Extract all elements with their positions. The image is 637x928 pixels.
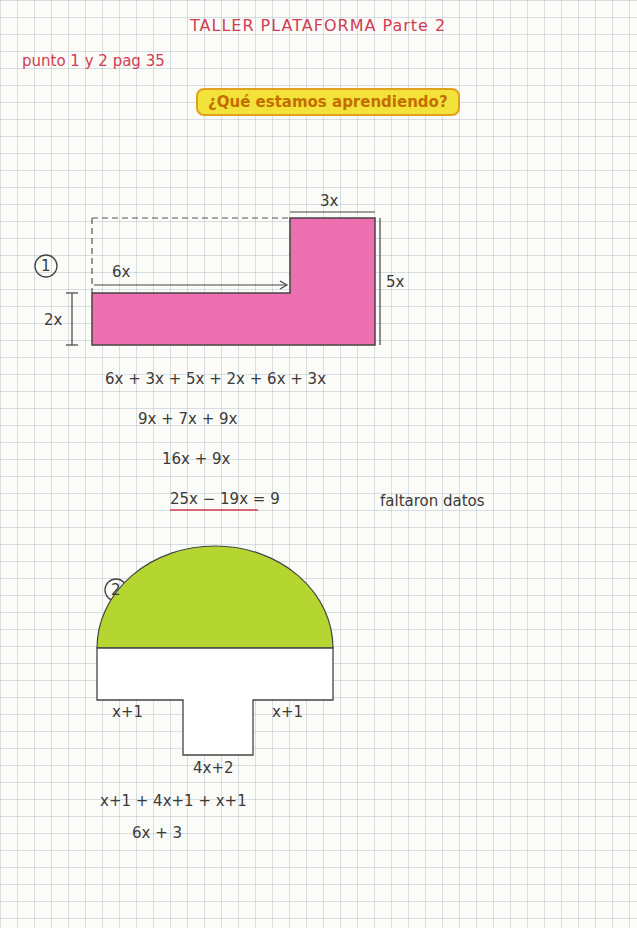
dimension-line [290, 211, 375, 212]
dimension-label: 6x [112, 263, 130, 281]
pink-shape [92, 218, 375, 345]
dimension-line [66, 292, 78, 293]
equation-line: 6x + 3 [132, 824, 182, 842]
banner-text: ¿Qué estamos aprendiendo? [208, 93, 448, 111]
page-note: punto 1 y 2 pag 35 [22, 52, 165, 70]
arrow-head [280, 281, 287, 289]
dimension-label: 5x [386, 273, 404, 291]
callout-number: 2 [111, 581, 121, 599]
underline [170, 509, 258, 511]
equation-line: 25x − 19x = 9 [170, 490, 280, 508]
green-semicircle [97, 546, 333, 648]
number-circle [35, 255, 57, 277]
highlight-banner: ¿Qué estamos aprendiendo? [196, 88, 460, 116]
dimension-label: 3x [320, 192, 338, 210]
page-title: TALLER PLATAFORMA Parte 2 [190, 16, 446, 35]
dimension-line [94, 284, 286, 285]
equation-line: 9x + 7x + 9x [138, 410, 237, 428]
dimension-line [66, 344, 78, 345]
dimension-line [379, 218, 380, 345]
callout-number: 1 [41, 257, 51, 275]
dimension-label: 4x+2 [193, 759, 234, 777]
dimension-label: x+1 [272, 703, 303, 721]
equation-line: 16x + 9x [162, 450, 231, 468]
dimension-label: x+1 [112, 703, 143, 721]
cross-shape [97, 648, 333, 755]
note-text: faltaron datos [380, 492, 485, 510]
dashed-line [92, 218, 290, 293]
equation-line: 6x + 3x + 5x + 2x + 6x + 3x [105, 370, 326, 388]
dimension-label: 2x [44, 311, 62, 329]
dimension-line [71, 293, 72, 345]
equation-line: x+1 + 4x+1 + x+1 [100, 792, 247, 810]
